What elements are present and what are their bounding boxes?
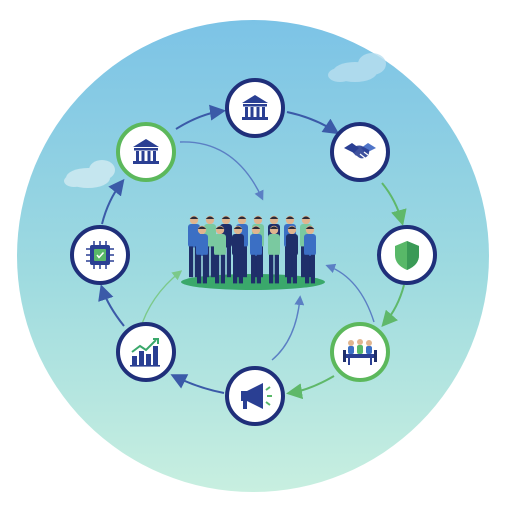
cycle-node-1 xyxy=(225,78,285,138)
cloud-right xyxy=(328,53,386,82)
arrow-megaphone-to-chart xyxy=(170,374,225,394)
node-ring xyxy=(116,122,176,182)
bank-icon xyxy=(242,95,268,120)
community-group-icon xyxy=(181,215,325,290)
cycle-node-5 xyxy=(225,366,285,426)
megaphone-icon xyxy=(241,383,272,409)
person-figure xyxy=(304,225,316,284)
person-figure xyxy=(268,225,280,284)
node-ring xyxy=(116,322,176,382)
arrow-chip-to-bank2 xyxy=(101,178,125,225)
arrow-meeting-to-megaphone xyxy=(286,375,335,400)
arrow-chart-to-chip xyxy=(98,284,125,327)
inner-arrow-bottom xyxy=(271,295,305,361)
meeting-icon xyxy=(343,339,377,365)
shield-icon xyxy=(395,241,419,270)
handshake-icon xyxy=(344,143,376,161)
node-ring xyxy=(225,78,285,138)
chip-icon xyxy=(86,241,114,269)
cycle-node-2 xyxy=(330,122,390,182)
arrow-bank2-to-bank1 xyxy=(175,104,226,130)
person-figure xyxy=(214,225,226,284)
inner-arrow-right xyxy=(325,263,375,323)
arrow-bank1-to-handshake xyxy=(286,111,340,135)
person-figure xyxy=(196,225,208,284)
person-figure xyxy=(250,225,262,284)
cycle-node-3 xyxy=(377,225,437,285)
cycle-node-4 xyxy=(330,322,390,382)
cycle-arrows xyxy=(98,104,407,400)
cycle-node-7 xyxy=(70,225,130,285)
cloud-left xyxy=(64,160,115,188)
bank-icon xyxy=(133,139,159,164)
growth-chart-icon xyxy=(130,338,160,367)
arrow-handshake-to-shield xyxy=(381,182,407,226)
inner-arrow-top xyxy=(179,141,264,201)
cycle-node-8 xyxy=(116,122,176,182)
person-figure xyxy=(232,225,244,284)
person-figure xyxy=(286,225,298,284)
cycle-node-6 xyxy=(116,322,176,382)
arrow-shield-to-meeting xyxy=(381,284,405,328)
